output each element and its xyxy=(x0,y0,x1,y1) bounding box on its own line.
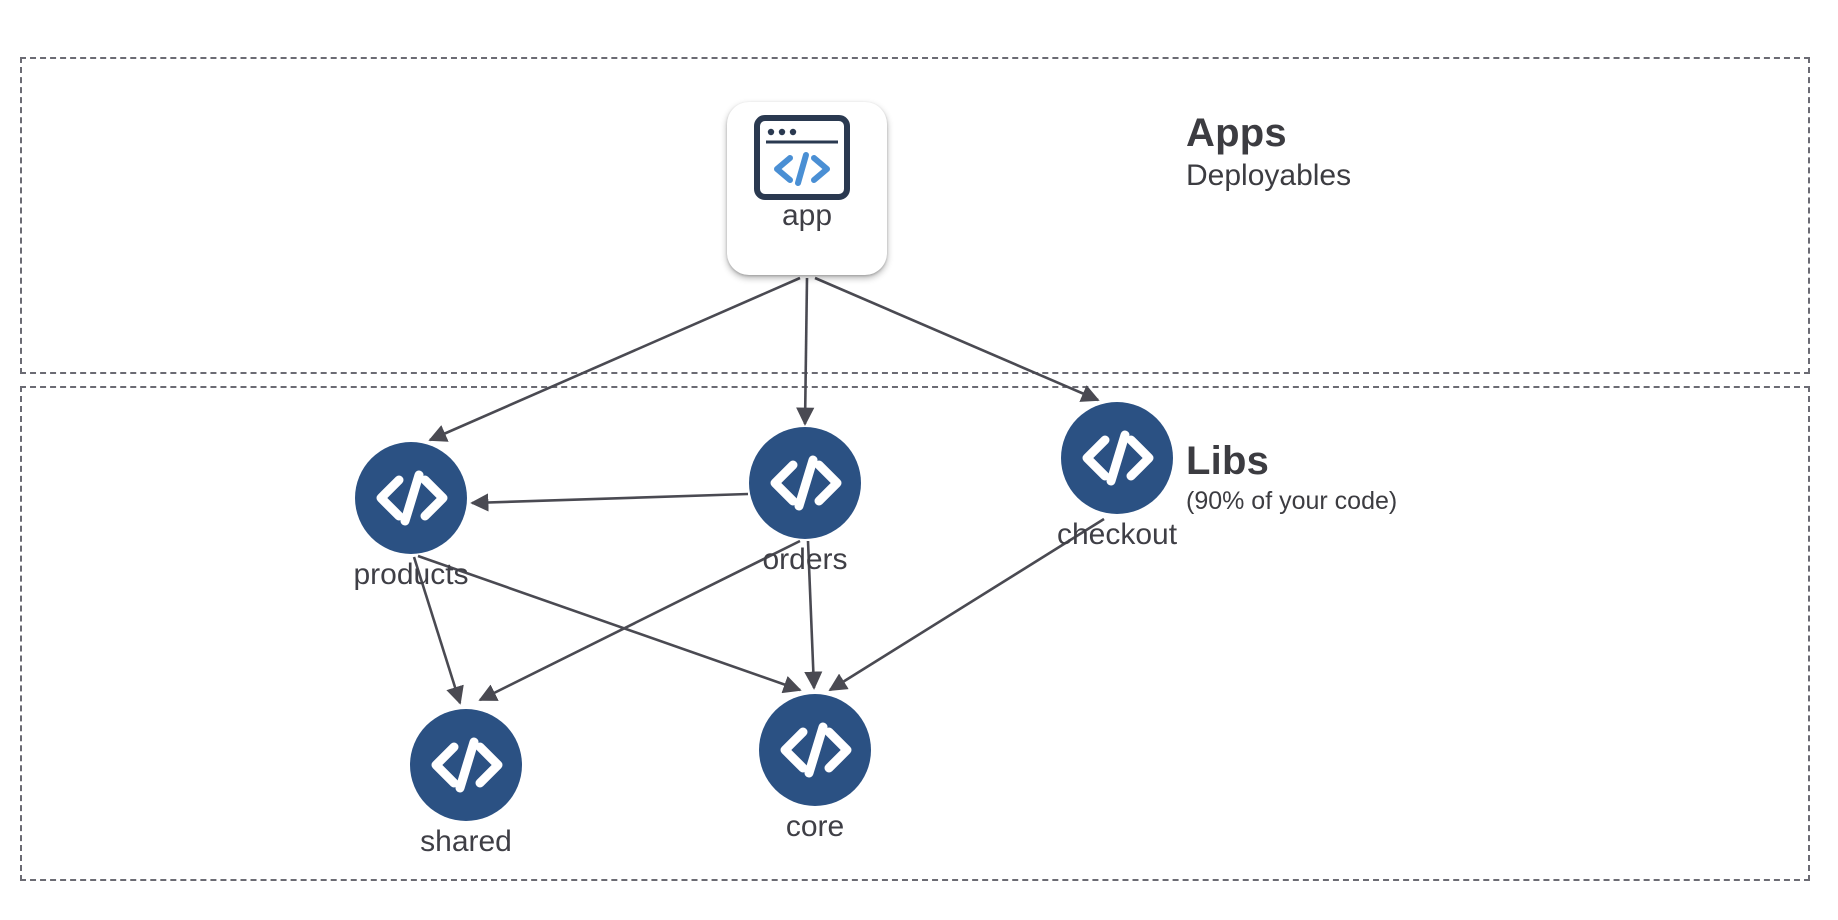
zone-apps-caption: Apps Deployables xyxy=(1186,112,1351,194)
node-checkout-label: checkout xyxy=(1056,518,1178,551)
node-products[interactable]: products xyxy=(353,442,469,591)
node-shared[interactable]: shared xyxy=(410,709,522,858)
zone-libs-title: Libs xyxy=(1186,439,1270,483)
zone-apps-title: Apps xyxy=(1186,111,1287,155)
code-brackets-icon xyxy=(355,442,467,554)
node-orders[interactable]: orders xyxy=(749,427,861,576)
zone-libs xyxy=(20,386,1810,881)
code-brackets-icon xyxy=(1061,402,1173,514)
zone-libs-subtitle: (90% of your code) xyxy=(1186,487,1398,515)
code-brackets-icon xyxy=(410,709,522,821)
node-checkout[interactable]: checkout xyxy=(1057,402,1177,551)
code-brackets-icon xyxy=(749,427,861,539)
zone-apps xyxy=(20,57,1810,374)
node-orders-label: orders xyxy=(762,543,848,576)
code-brackets-icon xyxy=(759,694,871,806)
node-shared-label: shared xyxy=(420,825,512,858)
node-app[interactable]: app xyxy=(722,97,892,280)
node-products-label: products xyxy=(353,558,469,591)
node-core[interactable]: core xyxy=(759,694,871,843)
code-window-icon xyxy=(754,115,850,200)
zone-apps-subtitle: Deployables xyxy=(1186,159,1352,192)
node-core-label: core xyxy=(785,810,845,843)
node-app-label: app xyxy=(781,199,833,232)
zone-libs-caption: Libs (90% of your code) xyxy=(1186,440,1397,516)
